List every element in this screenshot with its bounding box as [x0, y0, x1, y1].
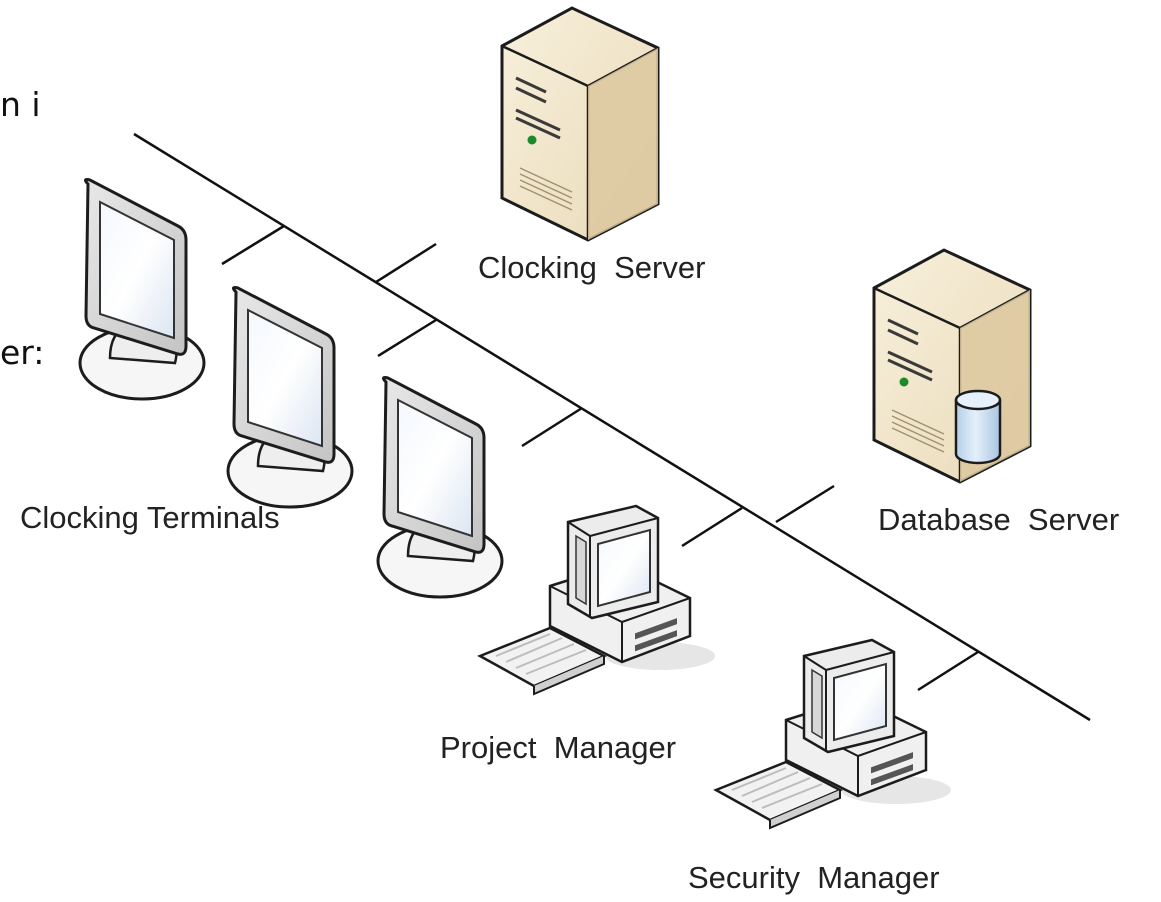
security-manager-label: Security Manager	[688, 860, 940, 895]
clocking-server-label: Clocking Server	[478, 250, 706, 285]
cropped-text-line1: n i	[0, 85, 41, 124]
connector-database-server	[775, 484, 835, 524]
connector-terminal-3	[521, 406, 583, 448]
connector-terminal-1	[221, 224, 285, 266]
database-server-label: Database Server	[878, 502, 1120, 537]
project-manager-label: Project Manager	[440, 730, 677, 765]
clocking-server-icon	[500, 6, 660, 242]
connector-lines	[221, 224, 979, 692]
connector-security-manager	[917, 650, 979, 692]
connector-project-manager	[681, 506, 743, 548]
connector-clocking-server	[375, 242, 437, 284]
network-backbone	[133, 132, 1091, 722]
database-server-icon	[872, 248, 1032, 484]
clocking-terminals-label: Clocking Terminals	[20, 500, 280, 535]
database-cylinder-icon	[954, 389, 1002, 465]
clocking-terminal-2-icon	[226, 286, 354, 509]
connector-terminal-2	[377, 318, 437, 358]
security-manager-computer-icon	[714, 638, 953, 830]
clocking-terminal-1-icon	[78, 178, 206, 401]
cropped-text-line2: er:	[0, 333, 45, 372]
project-manager-computer-icon	[478, 504, 717, 696]
clocking-terminal-3-icon	[376, 376, 504, 599]
